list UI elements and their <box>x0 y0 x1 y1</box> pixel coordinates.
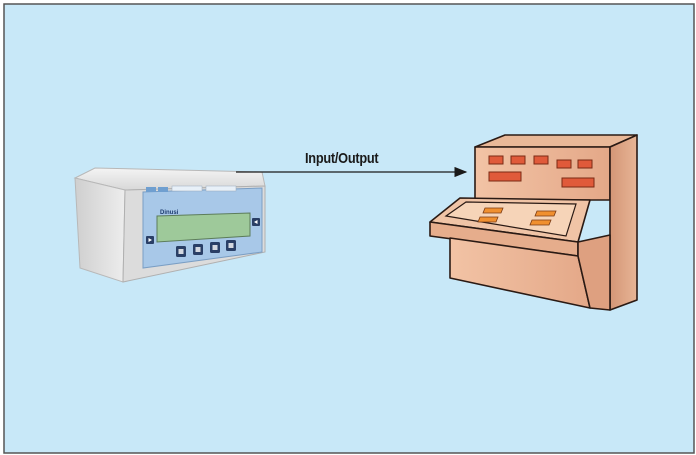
console-wide-lamp-1 <box>488 171 522 182</box>
chevron-right-icon <box>148 238 152 242</box>
console-desk-buttons <box>477 207 557 226</box>
desk-button-2 <box>477 216 499 223</box>
indicator-top-key-4 <box>205 185 237 192</box>
desk-button-3 <box>534 210 557 217</box>
indicator-side <box>74 177 126 283</box>
console-wide-lamp-2 <box>561 177 595 188</box>
console-lamp-3 <box>533 155 549 165</box>
console-desk-inset <box>444 201 577 237</box>
indicator-top-key-3 <box>171 185 203 192</box>
desk-button-4 <box>529 219 552 226</box>
chevron-left-icon <box>254 220 258 224</box>
indicator-display <box>156 212 251 243</box>
console-lamp-5 <box>577 159 593 169</box>
console-lower-side <box>577 234 611 311</box>
indicator-top-key-2 <box>158 187 168 192</box>
console-lamp-2 <box>510 155 526 165</box>
console-upper-side <box>609 134 638 311</box>
console-lamps <box>488 155 595 188</box>
console-lamp-1 <box>488 155 504 165</box>
indicator-device: Dinusi <box>73 167 266 283</box>
desk-button-1 <box>482 207 504 214</box>
connection-label: Input/Output <box>305 150 379 167</box>
console-lamp-4 <box>556 159 572 169</box>
indicator-brand: Dinusi <box>160 210 179 216</box>
indicator-top-key-1 <box>146 187 156 192</box>
